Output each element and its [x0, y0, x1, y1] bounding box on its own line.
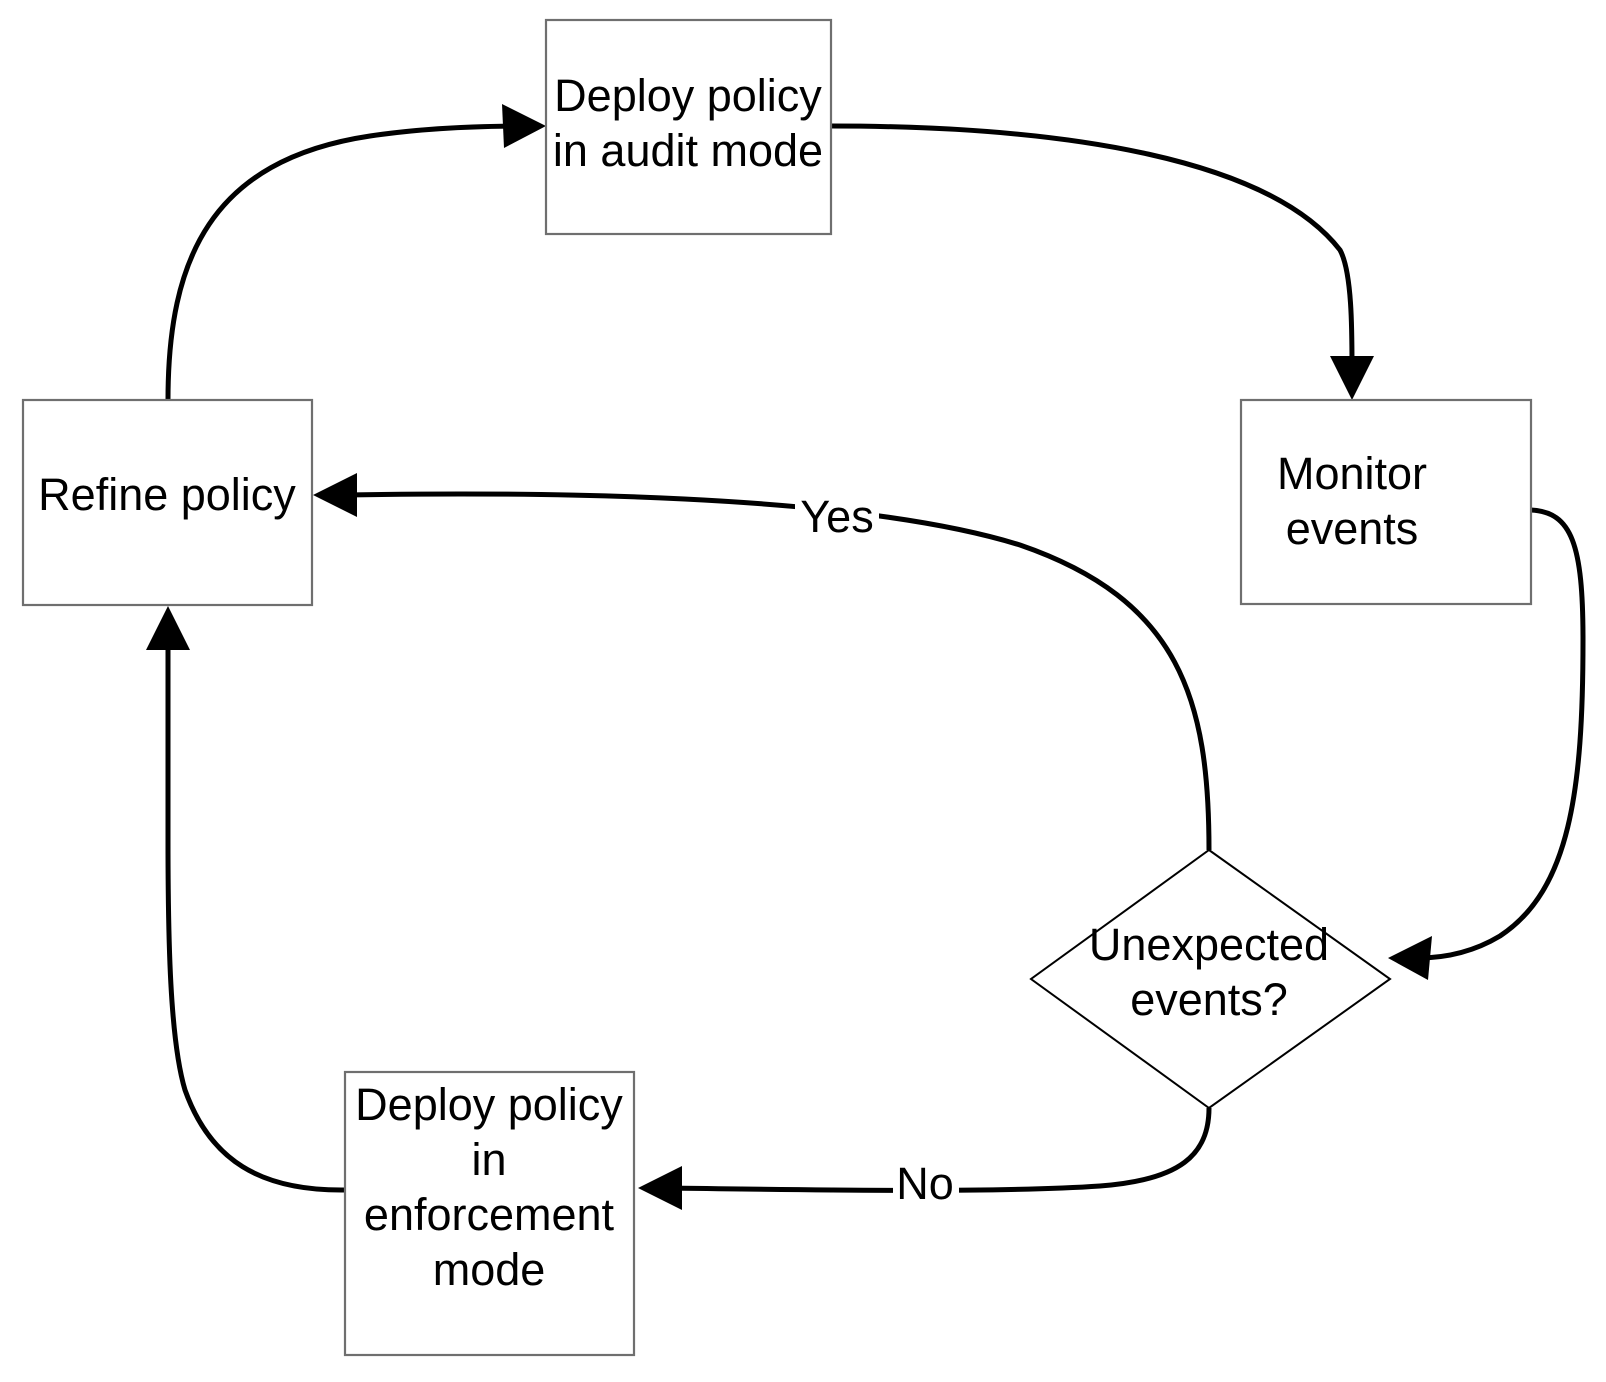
node-monitor-events[interactable]: Monitor events [1239, 398, 1533, 606]
node-deploy-audit-shape[interactable] [544, 18, 833, 236]
edge-decision-no-to-enforcement: No [638, 1107, 1212, 1210]
node-deploy-audit-label-line2: in audit mode [553, 125, 823, 176]
node-deploy-enforcement-label-line3: enforcement [364, 1189, 615, 1240]
no-label-background [893, 1163, 959, 1209]
edge-refine-to-audit-path [165, 123, 527, 401]
arrow-head-into-audit-box [502, 104, 546, 148]
node-refine-policy-shape[interactable] [21, 398, 314, 607]
node-monitor-events-label-line1: Monitor [1277, 448, 1427, 499]
node-unexpected-events-label-line2: events? [1130, 974, 1288, 1025]
node-deploy-enforcement-label-line4: mode [433, 1244, 546, 1295]
arrow-head-into-monitor-box [1330, 356, 1374, 400]
edge-decision-no-to-enforcement-path [669, 1107, 1212, 1193]
node-monitor-events-label-line2: events [1286, 503, 1419, 554]
node-deploy-audit-label-line1: Deploy policy [554, 70, 822, 121]
node-unexpected-events-label-line1: Unexpected [1089, 919, 1329, 970]
node-deploy-enforcement[interactable]: Deploy policy in enforcement mode [343, 1070, 636, 1357]
arrow-head-into-decision-diamond [1388, 936, 1432, 980]
edge-monitor-to-decision [1388, 507, 1586, 980]
node-refine-policy-label-line1: Refine policy [38, 469, 296, 520]
edge-audit-to-monitor-path [830, 123, 1355, 369]
arrow-head-into-refine-box-from-yes [313, 473, 357, 517]
node-monitor-events-shape[interactable] [1239, 398, 1533, 606]
node-deploy-enforcement-label-line2: in [471, 1134, 506, 1185]
node-unexpected-events-shape[interactable] [1029, 848, 1392, 1110]
edge-decision-yes-to-refine: Yes [313, 473, 1212, 851]
edge-monitor-to-decision-path [1417, 507, 1586, 961]
edge-decision-yes-to-refine-path [344, 491, 1212, 851]
edge-enforcement-to-refine [146, 606, 346, 1193]
edge-label-yes: Yes [800, 491, 873, 542]
edge-label-no: No [896, 1158, 954, 1209]
node-unexpected-events[interactable]: Unexpected events? [1029, 848, 1392, 1110]
edge-audit-to-monitor [830, 123, 1374, 400]
node-deploy-audit[interactable]: Deploy policy in audit mode [544, 18, 833, 236]
node-refine-policy[interactable]: Refine policy [21, 398, 314, 607]
edge-refine-to-audit [165, 104, 546, 401]
arrow-head-into-refine-box-from-enforcement [146, 606, 190, 650]
arrow-head-into-enforcement-box [638, 1166, 682, 1210]
edge-enforcement-to-refine-path [165, 640, 346, 1193]
node-deploy-enforcement-label-line1: Deploy policy [355, 1079, 623, 1130]
node-deploy-enforcement-shape[interactable] [343, 1070, 636, 1357]
yes-label-background [795, 496, 879, 542]
